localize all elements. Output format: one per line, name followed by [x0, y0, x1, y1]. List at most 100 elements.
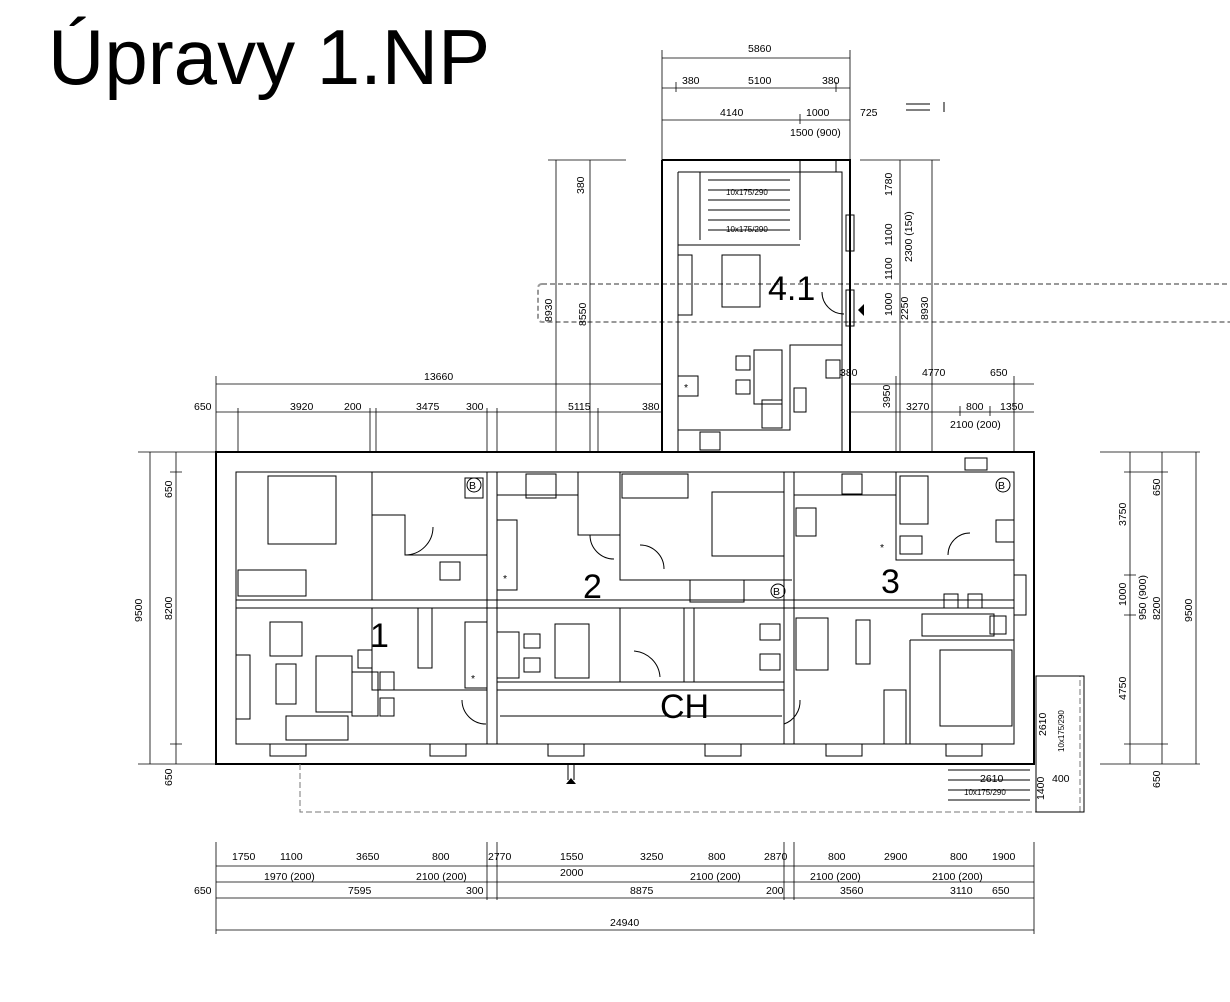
svg-text:725: 725: [860, 107, 878, 119]
page-title: Úpravy 1.NP: [48, 13, 491, 101]
north-arrow-icon: [906, 102, 945, 112]
svg-text:380: 380: [682, 75, 700, 87]
svg-text:2870: 2870: [764, 851, 788, 863]
svg-text:1780: 1780: [883, 172, 895, 196]
svg-text:3560: 3560: [840, 885, 864, 897]
exterior-stair: [1035, 675, 1085, 813]
dimension-labels: 5860 380 5100 380 4140 1000 725 1500 (90…: [133, 43, 1195, 929]
svg-text:650: 650: [194, 885, 212, 897]
svg-text:10x175/290: 10x175/290: [1057, 710, 1066, 752]
svg-text:8930: 8930: [543, 298, 555, 322]
svg-text:4140: 4140: [720, 107, 744, 119]
room-label-2: 2: [583, 568, 602, 606]
dim-top-total: 5860: [748, 43, 772, 55]
svg-text:8875: 8875: [630, 885, 654, 897]
svg-text:800: 800: [966, 401, 984, 413]
dashed-alignment-band: [537, 283, 1230, 323]
svg-text:650: 650: [992, 885, 1010, 897]
svg-text:800: 800: [950, 851, 968, 863]
svg-text:650: 650: [990, 367, 1008, 379]
bathroom-marker: B: [998, 480, 1005, 492]
svg-text:1550: 1550: [560, 851, 584, 863]
svg-text:3270: 3270: [906, 401, 930, 413]
svg-text:24940: 24940: [610, 917, 639, 929]
svg-text:650: 650: [163, 768, 175, 786]
furniture: [237, 254, 1015, 745]
svg-text:2610: 2610: [1037, 712, 1049, 736]
stair-labels: 10x175/290 10x175/290 10x175/290 10x175/…: [726, 188, 1066, 797]
svg-text:1000: 1000: [806, 107, 830, 119]
room-labels: 1 2 3 4.1 CH: [370, 270, 900, 726]
star-marker: *: [880, 542, 884, 554]
star-marker: *: [471, 673, 475, 685]
room-label-ch: CH: [660, 688, 709, 726]
svg-text:8550: 8550: [577, 302, 589, 326]
svg-text:800: 800: [708, 851, 726, 863]
svg-text:2770: 2770: [488, 851, 512, 863]
svg-text:8200: 8200: [163, 596, 175, 620]
svg-text:3950: 3950: [881, 384, 893, 408]
svg-text:380: 380: [840, 367, 858, 379]
svg-text:2100 (200): 2100 (200): [690, 871, 741, 883]
svg-text:2100 (200): 2100 (200): [932, 871, 983, 883]
svg-text:3920: 3920: [290, 401, 314, 413]
svg-text:1350: 1350: [1000, 401, 1024, 413]
svg-text:1000: 1000: [883, 292, 895, 316]
bathroom-marker: B: [469, 480, 476, 492]
svg-text:200: 200: [344, 401, 362, 413]
svg-text:2100 (200): 2100 (200): [810, 871, 861, 883]
svg-text:9500: 9500: [1183, 598, 1195, 622]
svg-text:8200: 8200: [1151, 596, 1163, 620]
svg-text:650: 650: [1151, 770, 1163, 788]
svg-text:3250: 3250: [640, 851, 664, 863]
svg-text:800: 800: [432, 851, 450, 863]
svg-text:2100 (200): 2100 (200): [416, 871, 467, 883]
svg-text:650: 650: [1151, 478, 1163, 496]
room-label-1: 1: [370, 617, 389, 655]
svg-text:1100: 1100: [883, 257, 895, 280]
svg-text:800: 800: [828, 851, 846, 863]
svg-text:3650: 3650: [356, 851, 380, 863]
windows: [235, 159, 1027, 757]
svg-text:3750: 3750: [1117, 502, 1129, 526]
svg-text:3110: 3110: [950, 885, 973, 897]
svg-text:2900: 2900: [884, 851, 908, 863]
entrance-arrow-annex-icon: [858, 304, 864, 316]
svg-text:380: 380: [642, 401, 660, 413]
svg-text:400: 400: [1052, 773, 1070, 785]
svg-text:1100: 1100: [280, 851, 303, 863]
svg-text:1900: 1900: [992, 851, 1016, 863]
svg-text:10x175/290: 10x175/290: [726, 188, 768, 197]
room-label-3: 3: [881, 563, 900, 601]
svg-text:1100: 1100: [883, 223, 895, 246]
svg-text:3475: 3475: [416, 401, 440, 413]
svg-text:13660: 13660: [424, 371, 453, 383]
svg-text:1970 (200): 1970 (200): [264, 871, 315, 883]
svg-text:1750: 1750: [232, 851, 256, 863]
svg-text:2250: 2250: [899, 296, 911, 320]
svg-text:4750: 4750: [1117, 676, 1129, 700]
doors: [404, 291, 971, 725]
svg-text:8930: 8930: [919, 296, 931, 320]
svg-text:5115: 5115: [568, 401, 591, 413]
svg-text:1000: 1000: [1117, 582, 1129, 606]
bathroom-marker: B: [773, 586, 780, 598]
svg-text:650: 650: [163, 480, 175, 498]
svg-text:10x175/290: 10x175/290: [726, 225, 768, 234]
svg-text:9500: 9500: [133, 598, 145, 622]
svg-text:2100 (200): 2100 (200): [950, 419, 1001, 431]
star-marker: *: [684, 382, 688, 394]
svg-text:200: 200: [766, 885, 784, 897]
svg-text:10x175/290: 10x175/290: [964, 788, 1006, 797]
svg-text:1400: 1400: [1035, 776, 1047, 800]
svg-text:380: 380: [822, 75, 840, 87]
svg-text:5100: 5100: [748, 75, 772, 87]
markers: B B B * * * *: [466, 382, 1011, 685]
svg-text:2300 (150): 2300 (150): [903, 211, 915, 262]
svg-text:300: 300: [466, 401, 484, 413]
svg-text:1500 (900): 1500 (900): [790, 127, 841, 139]
svg-text:950 (900): 950 (900): [1137, 575, 1149, 620]
svg-text:2000: 2000: [560, 867, 584, 879]
entrance-arrow-icon: [566, 778, 576, 784]
